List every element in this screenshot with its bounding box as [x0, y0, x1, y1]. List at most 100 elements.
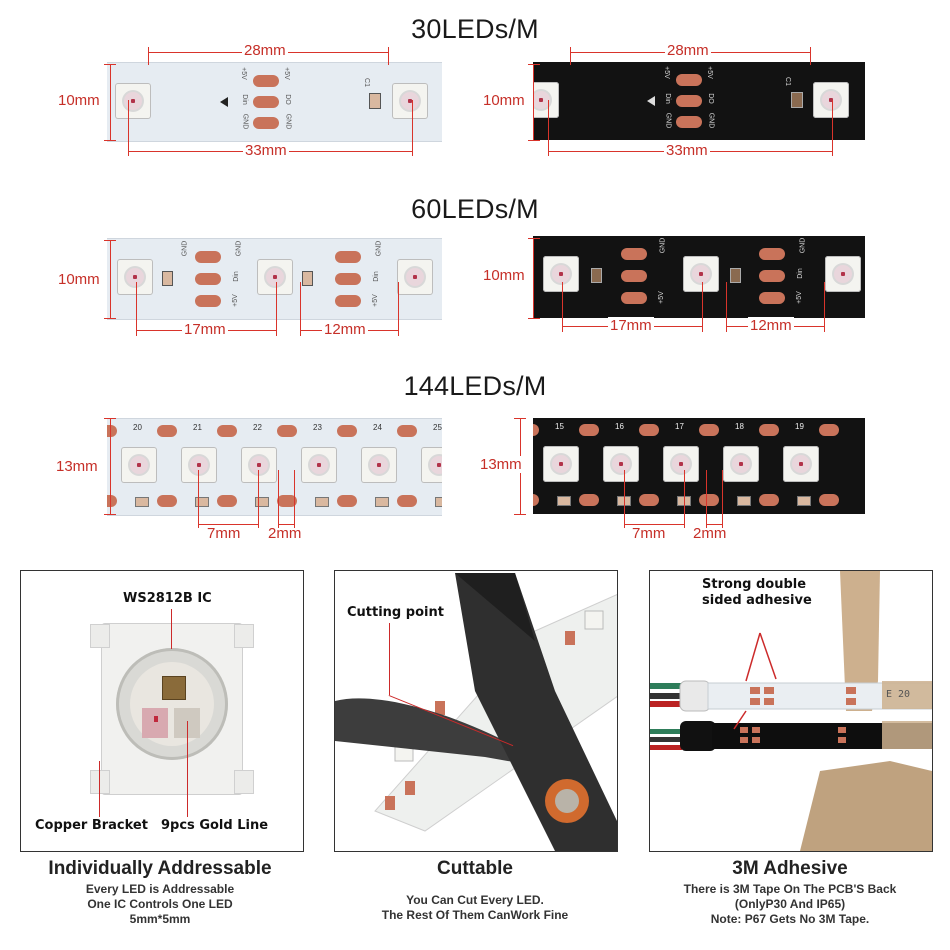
dimension-label-spacing: 28mm: [242, 42, 288, 59]
section-title-30: 30LEDs/M: [411, 14, 539, 44]
copper-pad: [759, 424, 779, 436]
dimension-label-length: 33mm: [664, 142, 710, 159]
dimension-line: [104, 514, 116, 515]
capacitor: [375, 497, 389, 507]
led: [603, 446, 639, 482]
copper-pad: [195, 295, 221, 307]
copper-pad: [335, 251, 361, 263]
copper-pad: [337, 425, 357, 437]
dimension-line: [706, 470, 707, 528]
led: [241, 447, 277, 483]
copper-pad: [277, 425, 297, 437]
dimension-line: [198, 470, 199, 528]
led-closeup: [90, 623, 254, 795]
pcb-label: Din: [232, 271, 240, 282]
label-cutting-point: Cutting point: [347, 605, 444, 620]
copper-pad: [676, 116, 702, 128]
led: [392, 83, 428, 119]
copper-pad: [157, 495, 177, 507]
scissors-illustration: [335, 573, 617, 851]
pcb-label: +5V: [231, 294, 239, 307]
dimension-line: [104, 64, 116, 65]
dimension-label-pitch: 17mm: [608, 317, 654, 334]
dimension-line: [128, 100, 129, 156]
pcb-label: Din: [796, 268, 804, 279]
capacitor: [791, 92, 803, 108]
dimension-line: [624, 470, 625, 528]
label-adhesive-line1: Strong double: [702, 577, 807, 592]
copper-pad: [397, 425, 417, 437]
copper-pad: [621, 292, 647, 304]
copper-pad: [819, 424, 839, 436]
dimension-line: [148, 47, 149, 65]
dimension-line: [533, 64, 534, 140]
dimension-label-height: 10mm: [483, 267, 525, 284]
copper-pad: [107, 495, 117, 507]
pcb-label: GND: [375, 240, 383, 257]
led: [543, 256, 579, 292]
caption-text-addressable: Every LED is Addressable One IC Controls…: [85, 882, 235, 926]
dimension-label-pitch: 17mm: [182, 321, 228, 338]
led: [257, 259, 293, 295]
capacitor: [797, 496, 811, 506]
strip-30-white: +5V Din GND +5V DO GND C1: [107, 62, 442, 142]
dimension-line: [528, 64, 540, 65]
copper-pad: [533, 494, 539, 506]
pcb-label: GND: [659, 237, 667, 254]
pcb-label: GND: [235, 240, 243, 257]
dimension-line: [514, 514, 526, 515]
led: [117, 259, 153, 295]
dimension-line: [294, 470, 295, 528]
pcb-label: GND: [707, 112, 715, 129]
pcb-label: Din: [372, 271, 380, 282]
copper-pad: [253, 75, 279, 87]
direction-arrow-icon: [647, 96, 655, 106]
dimension-label-gap: 12mm: [322, 321, 368, 338]
dimension-line: [533, 238, 534, 318]
led-index-label: 17: [675, 422, 684, 431]
copper-pad: [253, 117, 279, 129]
copper-pad: [579, 494, 599, 506]
led: [813, 82, 849, 118]
led: [683, 256, 719, 292]
copper-pad: [337, 495, 357, 507]
copper-pad: [157, 425, 177, 437]
dimension-line: [726, 282, 727, 332]
led-index-label: 16: [615, 422, 624, 431]
copper-pad: [277, 495, 297, 507]
dimension-label-height: 13mm: [480, 456, 522, 473]
copper-pad: [579, 424, 599, 436]
pcb-label: Din: [663, 93, 671, 104]
callout-line: [171, 609, 172, 649]
callout-line: [389, 623, 390, 695]
pcb-label: GND: [241, 113, 249, 130]
label-gold-line: 9pcs Gold Line: [161, 818, 269, 833]
dimension-line: [398, 282, 399, 336]
capacitor: [369, 93, 381, 109]
dimension-label-height: 10mm: [58, 92, 100, 109]
pcb-label: +5V: [371, 294, 379, 307]
panel-adhesive: E 20 Strong double sided adhesive: [649, 570, 933, 852]
led: [181, 447, 217, 483]
capacitor: [435, 497, 442, 507]
dimension-line: [514, 418, 526, 419]
capacitor: [730, 268, 741, 283]
dimension-label-height: 10mm: [483, 92, 525, 109]
direction-arrow-icon: [220, 97, 228, 107]
pcb-label: Din: [240, 94, 248, 105]
capacitor: [195, 497, 209, 507]
led: [783, 446, 819, 482]
dimension-label-height: 10mm: [58, 271, 100, 288]
pcb-label: DO: [283, 94, 291, 105]
copper-pad: [397, 495, 417, 507]
copper-pad: [217, 495, 237, 507]
strip-60-white: GND GND Din +5V GND Din +5V: [107, 238, 442, 320]
dimension-label-pitch: 7mm: [207, 525, 241, 542]
led-index-label: 15: [555, 422, 564, 431]
pcb-label: +5V: [662, 66, 670, 79]
dimension-line: [278, 470, 279, 528]
dimension-line: [258, 470, 259, 528]
led: [543, 446, 579, 482]
copper-pad: [759, 270, 785, 282]
dimension-line: [104, 240, 116, 241]
